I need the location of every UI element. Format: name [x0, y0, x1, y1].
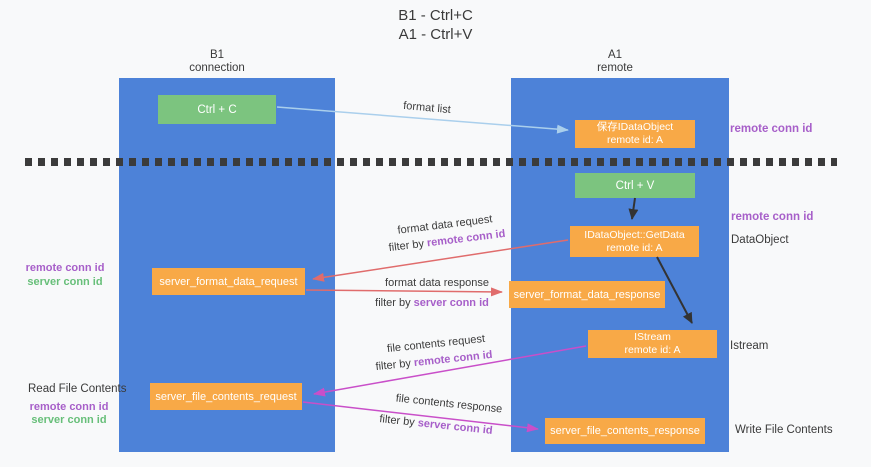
server-conn-id-text: server conn id [413, 297, 489, 309]
column-role: remote [597, 62, 633, 74]
format-data-response-arrow [305, 287, 503, 297]
format-list-label: format list [402, 99, 452, 117]
server-conn-id-label-left: server conn id [31, 414, 107, 426]
node-server-file-contents-response: server_file_contents_response [545, 418, 705, 444]
node-line-1: 保存IDataObject [596, 121, 674, 133]
format-data-response-label: format data response [385, 277, 489, 289]
node-line-2: remote id: A [624, 344, 681, 356]
node-label: Ctrl + V [615, 179, 655, 192]
node-label: Ctrl + C [197, 103, 237, 116]
file-contents-response-label: file contents response [395, 392, 503, 416]
read-file-contents-label: Read File Contents [28, 383, 127, 395]
server-conn-id-text: server conn id [417, 417, 494, 437]
node-label: server_file_contents_response [550, 425, 700, 437]
node-save-idataobject: 保存IDataObject remote id: A [575, 120, 695, 148]
node-line-2: remote id: A [606, 241, 663, 254]
filter-by-text: filter by [375, 297, 411, 309]
column-name: B1 [209, 49, 225, 61]
diagram-title: B1 - Ctrl+C A1 - Ctrl+V [0, 6, 871, 44]
remote-conn-id-label-top: remote conn id [730, 123, 813, 135]
column-name: A1 [607, 49, 623, 61]
remote-conn-id-label-left: remote conn id [25, 262, 105, 274]
column-role: connection [189, 62, 245, 74]
remote-conn-id-label-left: remote conn id [29, 401, 109, 413]
node-label: server_format_data_response [513, 288, 661, 301]
dataobject-label: DataObject [731, 234, 789, 246]
column-header-a1: A1 remote [507, 49, 723, 75]
node-ctrl-v: Ctrl + V [575, 173, 695, 198]
node-line-2: remote id: A [606, 134, 664, 146]
node-server-format-data-request: server_format_data_request [152, 268, 305, 295]
write-file-contents-label: Write File Contents [735, 424, 833, 436]
title-line-1: B1 - Ctrl+C [398, 7, 473, 24]
node-label: server_file_contents_request [155, 390, 297, 403]
filter-by-text: filter by [388, 237, 425, 255]
server-conn-id-label-left: server conn id [27, 276, 103, 288]
column-header-b1: B1 connection [109, 49, 325, 75]
node-line-1: IStream [634, 331, 671, 343]
node-label: server_format_data_request [159, 275, 298, 288]
left-conn-id-group-bottom: remote conn id server conn id [28, 401, 110, 427]
node-istream: IStream remote id: A [588, 330, 717, 358]
filter-by-text: filter by [375, 357, 412, 374]
node-idataobject-getdata: IDataObject::GetData remote id: A [570, 226, 699, 257]
node-ctrl-c: Ctrl + C [158, 95, 276, 124]
istream-label: Istream [730, 340, 769, 352]
node-server-file-contents-request: server_file_contents_request [150, 383, 302, 410]
title-line-2: A1 - Ctrl+V [398, 26, 473, 43]
node-line-1: IDataObject::GetData [584, 228, 685, 241]
filter-by-text: filter by [378, 413, 416, 429]
remote-conn-id-text: remote conn id [413, 348, 493, 370]
remote-conn-id-label-mid: remote conn id [731, 211, 814, 223]
left-conn-id-group-top: remote conn id server conn id [24, 261, 106, 289]
node-server-format-data-response: server_format_data_response [509, 281, 665, 308]
